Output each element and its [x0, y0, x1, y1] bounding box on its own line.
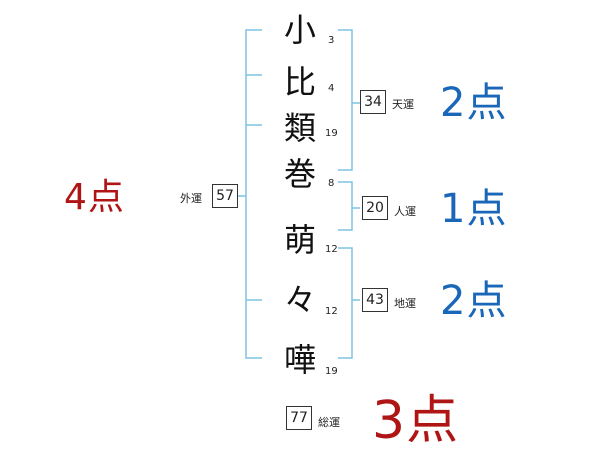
stroke-count-1: 3 — [328, 35, 335, 46]
outer-bracket-left — [245, 29, 262, 359]
stroke-count-3: 19 — [325, 128, 338, 139]
name-char-6: 々 — [283, 281, 316, 319]
soukaku-score: 3点 — [372, 391, 460, 451]
jinkaku-value-box: 20 — [362, 196, 388, 220]
chikaku-score: 2点 — [440, 278, 508, 324]
jinkaku-bracket — [338, 181, 353, 231]
stroke-count-7: 19 — [325, 366, 338, 377]
tenkaku-score: 2点 — [440, 80, 508, 126]
soukaku-label: 総運 — [318, 416, 340, 429]
stroke-count-4: 8 — [328, 178, 335, 189]
name-char-5: 萌 — [283, 221, 316, 259]
chikaku-bracket — [338, 247, 353, 359]
name-char-1: 小 — [283, 11, 316, 49]
tenkaku-bracket — [338, 29, 353, 171]
stroke-count-5: 12 — [325, 244, 338, 255]
chikaku-label: 地運 — [394, 297, 416, 310]
gaikaku-label: 外運 — [180, 192, 202, 205]
gaikaku-score: 4点 — [64, 177, 125, 218]
jinkaku-score: 1点 — [440, 186, 508, 232]
name-char-7: 嘩 — [283, 341, 316, 379]
soukaku-value-box: 77 — [286, 406, 312, 430]
chikaku-value-box: 43 — [362, 288, 388, 312]
gaikaku-value-box: 57 — [212, 184, 238, 208]
name-char-2: 比 — [283, 63, 316, 101]
tenkaku-label: 天運 — [392, 98, 414, 111]
jinkaku-label: 人運 — [394, 205, 416, 218]
name-char-4: 巻 — [283, 155, 316, 193]
tenkaku-value-box: 34 — [360, 90, 386, 114]
name-char-3: 類 — [283, 109, 316, 147]
stroke-count-6: 12 — [325, 306, 338, 317]
stroke-count-2: 4 — [328, 83, 335, 94]
